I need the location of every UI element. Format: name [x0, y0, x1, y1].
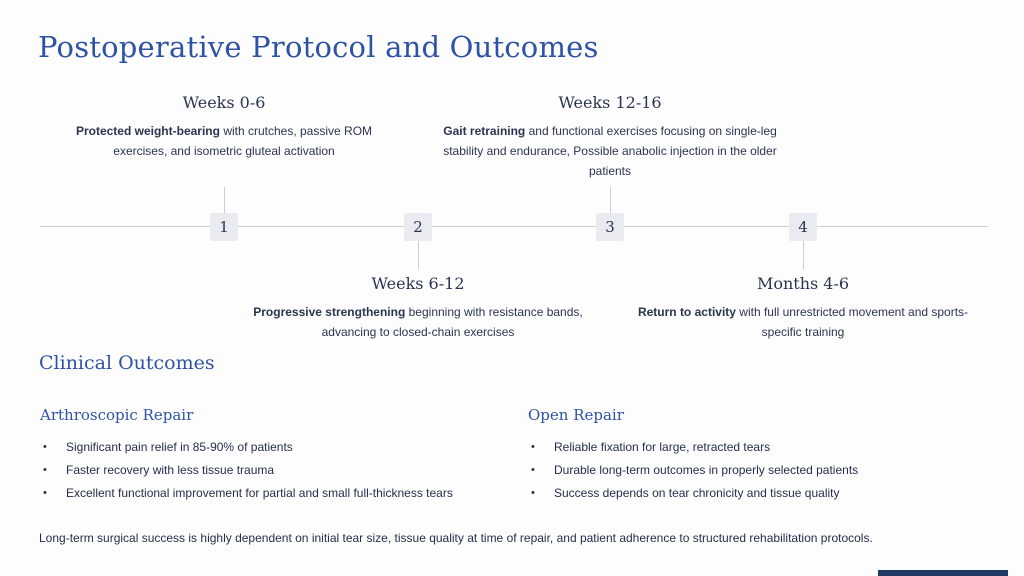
- bullet-icon: •: [43, 487, 47, 499]
- footer-note: Long-term surgical success is highly dep…: [39, 531, 873, 545]
- bullet-icon: •: [43, 441, 47, 453]
- list-item: • Excellent functional improvement for p…: [40, 486, 518, 500]
- timeline-marker-3: 3: [596, 213, 624, 241]
- bullet-icon: •: [531, 441, 535, 453]
- list-item: • Success depends on tear chronicity and…: [528, 486, 1006, 500]
- timeline-item-1-heading: Weeks 0-6: [182, 93, 266, 112]
- bullet-text: Durable long-term outcomes in properly s…: [554, 463, 859, 477]
- timeline-item-2-lead: Progressive strengthening: [253, 305, 406, 319]
- timeline-item-2-rest: beginning with resistance bands, advanci…: [321, 305, 583, 339]
- outcomes-column-open-repair: Open Repair • Reliable fixation for larg…: [528, 406, 1006, 509]
- timeline-connector-1: [224, 187, 225, 213]
- timeline-marker-2: 2: [404, 213, 432, 241]
- list-item: • Faster recovery with less tissue traum…: [40, 463, 518, 477]
- bullet-text: Excellent functional improvement for par…: [66, 486, 453, 500]
- timeline-item-3-description: Gait retraining and functional exercises…: [435, 121, 785, 181]
- timeline-item-3-lead: Gait retraining: [443, 124, 526, 138]
- column-heading-arthroscopic: Arthroscopic Repair: [40, 406, 194, 424]
- timeline-connector-3: [610, 187, 611, 213]
- timeline-item-2: Weeks 6-12 Progressive strengthening beg…: [248, 274, 588, 342]
- timeline-item-4: Months 4-6 Return to activity with full …: [633, 274, 973, 342]
- list-item: • Significant pain relief in 85-90% of p…: [40, 440, 518, 454]
- outcomes-column-arthroscopic: Arthroscopic Repair • Significant pain r…: [40, 406, 518, 509]
- list-item: • Reliable fixation for large, retracted…: [528, 440, 1006, 454]
- bullet-text: Faster recovery with less tissue trauma: [66, 463, 275, 477]
- timeline-item-1-lead: Protected weight-bearing: [75, 124, 220, 138]
- page-title: Postoperative Protocol and Outcomes: [38, 30, 599, 64]
- timeline-item-3-rest: and functional exercises focusing on sin…: [443, 124, 777, 178]
- timeline-marker-1: 1: [210, 213, 238, 241]
- section-title-clinical-outcomes: Clinical Outcomes: [39, 352, 215, 374]
- timeline-item-4-lead: Return to activity: [637, 305, 736, 319]
- timeline-item-1-rest: with crutches, passive ROM exercises, an…: [113, 124, 373, 158]
- bullet-icon: •: [531, 487, 535, 499]
- list-item: • Durable long-term outcomes in properly…: [528, 463, 1006, 477]
- bullet-text: Significant pain relief in 85-90% of pat…: [66, 440, 293, 454]
- bullet-icon: •: [43, 464, 47, 476]
- bullet-text: Reliable fixation for large, retracted t…: [554, 440, 771, 454]
- timeline-connector-4: [803, 241, 804, 269]
- timeline-item-1: Weeks 0-6 Protected weight-bearing with …: [69, 93, 379, 161]
- timeline-item-4-rest: with full unrestricted movement and spor…: [735, 305, 969, 339]
- timeline-marker-4: 4: [789, 213, 817, 241]
- timeline-item-4-heading: Months 4-6: [756, 274, 850, 293]
- column-heading-open-repair: Open Repair: [528, 406, 624, 424]
- timeline-item-1-description: Protected weight-bearing with crutches, …: [69, 121, 379, 161]
- timeline-item-3: Weeks 12-16 Gait retraining and function…: [435, 93, 785, 181]
- timeline-item-2-heading: Weeks 6-12: [371, 274, 465, 293]
- timeline-connector-2: [418, 241, 419, 269]
- timeline-item-2-description: Progressive strengthening beginning with…: [248, 302, 588, 342]
- bullet-text: Success depends on tear chronicity and t…: [554, 486, 840, 500]
- timeline-axis-line: [40, 226, 988, 227]
- bullet-icon: •: [531, 464, 535, 476]
- timeline-item-4-description: Return to activity with full unrestricte…: [633, 302, 973, 342]
- timeline-item-3-heading: Weeks 12-16: [558, 93, 662, 112]
- slide-progress-bar: [878, 570, 1008, 576]
